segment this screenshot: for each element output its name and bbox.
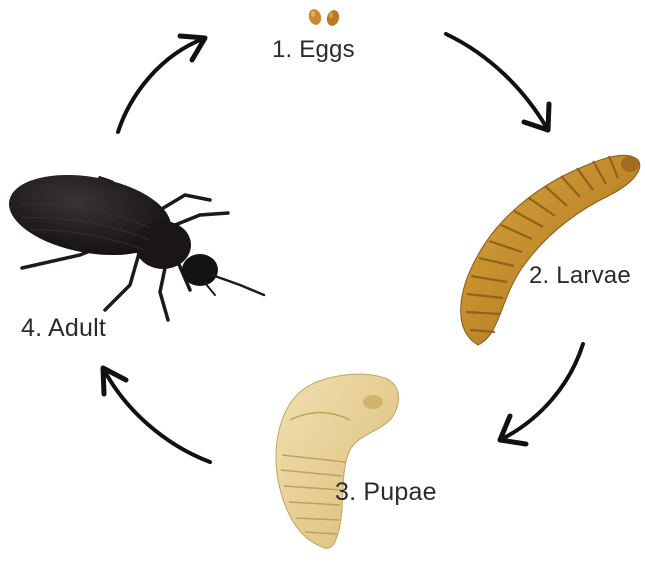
arrow-adult-to-eggs	[118, 36, 205, 132]
larva-icon	[461, 155, 640, 345]
arrow-pupae-to-adult	[103, 368, 210, 462]
stage-label-eggs: 1. Eggs	[272, 36, 355, 64]
stage-label-larvae: 2. Larvae	[529, 262, 631, 290]
eggs-icon	[307, 8, 341, 28]
stage-label-adult: 4. Adult	[21, 314, 106, 343]
arrow-larvae-to-pupae	[500, 344, 583, 444]
stage-label-pupae: 3. Pupae	[335, 478, 437, 507]
arrow-eggs-to-larvae	[446, 34, 549, 130]
pupa-icon	[276, 374, 398, 548]
beetle-icon	[3, 163, 264, 320]
